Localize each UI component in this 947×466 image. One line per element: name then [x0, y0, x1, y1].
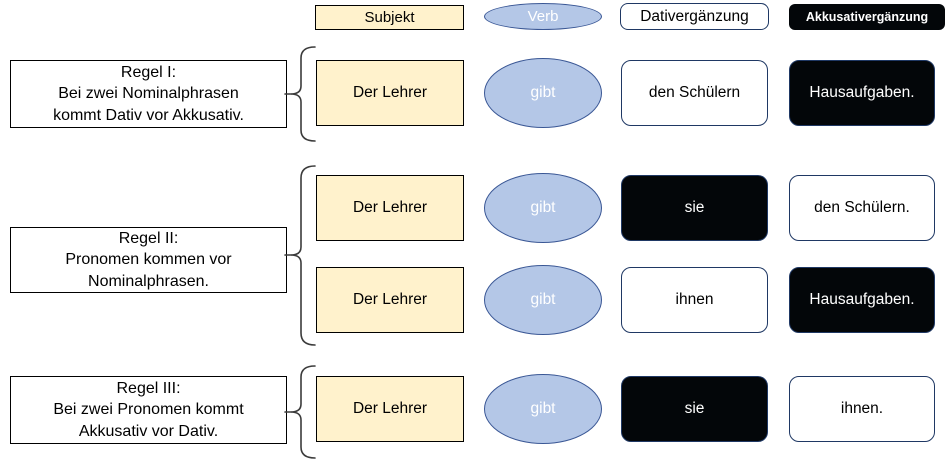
subject-label: Der Lehrer — [352, 84, 428, 101]
object-slot-3-label: den Schülern — [648, 84, 741, 101]
rule-box-1: Regel I: Bei zwei Nominalphrasen kommt D… — [10, 60, 287, 128]
rule-box-2: Regel II: Pronomen kommen vor Nominalphr… — [10, 227, 287, 293]
object-slot-3-label: ihnen — [675, 291, 714, 308]
legend-dative-label: Dativergänzung — [640, 7, 749, 25]
object-slot-4-label: Hausaufgaben. — [809, 291, 915, 308]
legend-accusative-label: Akkusativergänzung — [805, 10, 929, 24]
object-slot-3-label: sie — [684, 400, 705, 417]
legend-subject-box: Subjekt — [315, 5, 464, 30]
subject-label: Der Lehrer — [352, 291, 428, 308]
object-slot-3: ihnen — [621, 267, 768, 333]
legend-accusative-box: Akkusativergänzung — [789, 4, 945, 30]
rule-2-line3: Nominalphrasen. — [88, 272, 209, 290]
object-slot-4: Hausaufgaben. — [789, 267, 935, 333]
curly-brace-rule-2 — [284, 165, 316, 346]
subject-box: Der Lehrer — [316, 60, 464, 126]
rule-1-line3: kommt Dativ vor Akkusativ. — [53, 106, 244, 124]
subject-box: Der Lehrer — [316, 267, 464, 333]
object-slot-3: sie — [621, 175, 768, 241]
object-slot-3-label: sie — [684, 199, 705, 216]
rule-3-line2: Bei zwei Pronomen kommt — [53, 401, 244, 419]
legend-dative-box: Dativergänzung — [620, 3, 769, 30]
verb-label: gibt — [530, 199, 556, 216]
object-slot-4-label: den Schülern. — [814, 199, 910, 216]
rule-2-line2: Pronomen kommen vor — [65, 251, 232, 269]
object-slot-4: ihnen. — [789, 376, 935, 442]
rule-3-line3: Akkusativ vor Dativ. — [78, 422, 219, 440]
verb-ellipse: gibt — [484, 58, 602, 128]
legend-verb-label: Verb — [527, 8, 559, 25]
object-slot-4: Hausaufgaben. — [789, 60, 935, 126]
subject-box: Der Lehrer — [316, 376, 464, 442]
verb-ellipse: gibt — [484, 265, 602, 335]
rule-2-title: Regel II: — [118, 229, 179, 247]
rule-box-3: Regel III: Bei zwei Pronomen kommt Akkus… — [10, 376, 287, 444]
legend-subject-label: Subjekt — [364, 9, 415, 26]
verb-label: gibt — [530, 84, 556, 101]
object-slot-4-label: Hausaufgaben. — [809, 84, 915, 101]
verb-ellipse: gibt — [484, 173, 602, 243]
object-slot-4: den Schülern. — [789, 175, 935, 241]
object-slot-3: sie — [621, 376, 768, 442]
object-slot-4-label: ihnen. — [840, 400, 884, 417]
verb-label: gibt — [530, 400, 556, 417]
subject-label: Der Lehrer — [352, 400, 428, 417]
legend-verb-ellipse: Verb — [484, 3, 602, 30]
subject-box: Der Lehrer — [316, 175, 464, 241]
object-slot-3: den Schülern — [621, 60, 768, 126]
rule-1-line2: Bei zwei Nominalphrasen — [58, 85, 239, 103]
subject-label: Der Lehrer — [352, 199, 428, 216]
rule-3-title: Regel III: — [116, 379, 181, 397]
rule-1-title: Regel I: — [120, 63, 177, 81]
curly-brace-rule-1 — [284, 46, 316, 142]
curly-brace-rule-3 — [284, 365, 316, 459]
verb-ellipse: gibt — [484, 374, 602, 444]
verb-label: gibt — [530, 291, 556, 308]
